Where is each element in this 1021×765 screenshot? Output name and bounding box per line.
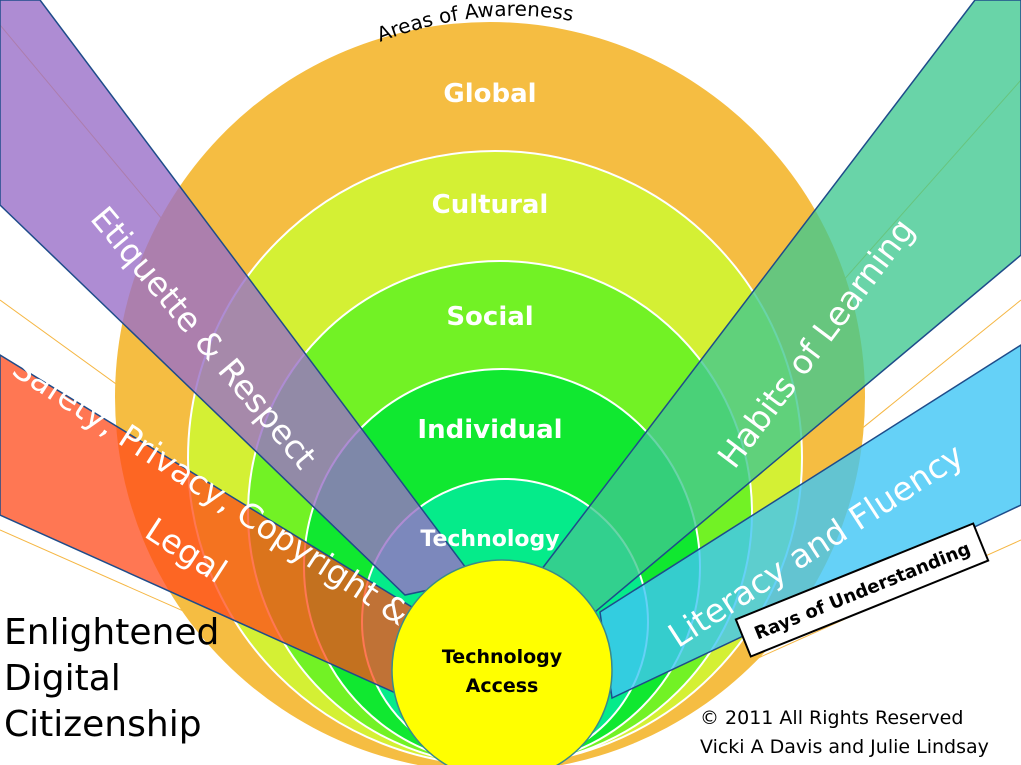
center-label-line2: Access xyxy=(466,675,539,697)
title-line2: Digital xyxy=(4,658,121,699)
area-label-individual: Individual xyxy=(417,415,562,445)
center-label-line1: Technology xyxy=(442,646,563,668)
title-line3: Citizenship xyxy=(4,704,202,745)
title-line1: Enlightened xyxy=(4,612,220,653)
area-label-cultural: Cultural xyxy=(432,190,549,220)
technology-access-circle xyxy=(391,559,613,765)
area-label-social: Social xyxy=(446,302,533,332)
diagram-title: Enlightened Digital Citizenship xyxy=(4,610,219,748)
area-label-global: Global xyxy=(443,79,536,109)
ray-etiquette-respect xyxy=(0,0,477,596)
area-label-technology: Technology xyxy=(420,527,559,552)
copyright-line2: Vicki A Davis and Julie Lindsay xyxy=(700,736,989,758)
copyright-line1: © 2011 All Rights Reserved xyxy=(700,707,964,729)
copyright-notice: © 2011 All Rights Reserved Vicki A Davis… xyxy=(700,704,989,762)
